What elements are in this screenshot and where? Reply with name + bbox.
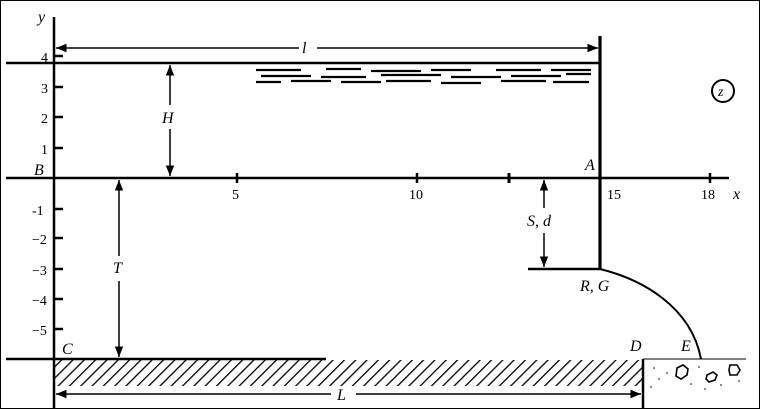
point-B: B bbox=[34, 162, 44, 179]
gravel-filter bbox=[675, 364, 741, 383]
point-R-G: R, G bbox=[579, 278, 610, 295]
y-tick-neg4: −4 bbox=[32, 294, 47, 309]
label-S-d: S, d bbox=[527, 213, 552, 230]
point-D: D bbox=[629, 338, 642, 355]
x-axis-label: x bbox=[732, 186, 740, 203]
water-waves bbox=[256, 67, 591, 85]
zone-marker: z bbox=[711, 79, 735, 103]
y-tick-4: 4 bbox=[41, 51, 48, 66]
label-T: T bbox=[113, 260, 123, 277]
x-tick-10: 10 bbox=[409, 188, 423, 203]
y-tick-3: 3 bbox=[41, 82, 48, 97]
x-tick-5: 5 bbox=[232, 188, 239, 203]
x-tick-15: 15 bbox=[607, 188, 621, 203]
y-axis-label: y bbox=[36, 9, 46, 26]
y-tick-neg5: −5 bbox=[32, 324, 47, 339]
y-axis: y 4 3 2 1 -1 −2 −3 −4 −5 bbox=[32, 9, 63, 408]
label-l: l bbox=[302, 40, 307, 57]
y-tick-2: 2 bbox=[41, 112, 48, 127]
y-tick-neg3: −3 bbox=[32, 264, 47, 279]
dimension-S-d: S, d bbox=[527, 180, 552, 267]
y-tick-neg1: -1 bbox=[32, 204, 44, 219]
point-C: C bbox=[62, 341, 73, 358]
x-axis: 5 10 15 18 x bbox=[6, 173, 740, 203]
zone-marker-label: z bbox=[717, 85, 724, 100]
y-tick-neg2: −2 bbox=[32, 233, 47, 248]
label-H: H bbox=[161, 110, 175, 127]
y-tick-1: 1 bbox=[41, 143, 48, 158]
label-L: L bbox=[336, 387, 346, 404]
dimension-T: T bbox=[113, 180, 124, 357]
point-E: E bbox=[680, 338, 691, 355]
seepage-curve bbox=[599, 268, 702, 360]
gravel-dots bbox=[650, 366, 740, 390]
impervious-layer-hatch bbox=[54, 360, 643, 386]
x-tick-18: 18 bbox=[701, 188, 715, 203]
dimension-H: H bbox=[161, 65, 175, 176]
dimension-L: L bbox=[56, 387, 641, 404]
point-A: A bbox=[584, 157, 595, 174]
dimension-l: l bbox=[56, 40, 598, 57]
